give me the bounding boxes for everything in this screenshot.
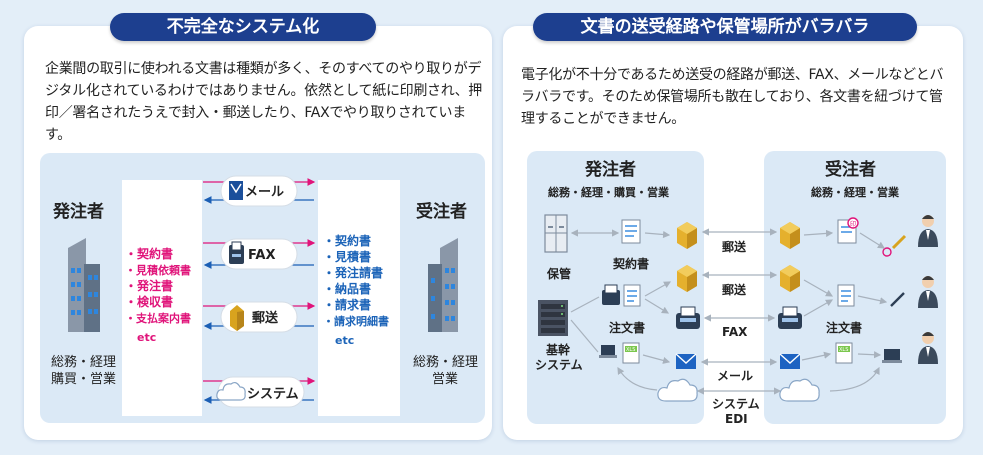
parcel-icon — [677, 222, 697, 249]
orderer-doc-item: etc — [137, 331, 156, 344]
orderer-doc-item: ・発注書 — [125, 278, 173, 293]
person-laptop-icon — [882, 332, 938, 364]
svg-text:印: 印 — [850, 221, 856, 228]
server-icon — [538, 300, 568, 336]
contract-doc-stamped-icon: 印 — [837, 217, 859, 244]
orderer-building-icon — [68, 238, 100, 332]
person-pen-icon — [890, 276, 938, 308]
right-receiver-title: 受注者 — [825, 159, 876, 180]
receiver-building-icon — [428, 238, 458, 332]
order-doc-label-right: 注文書 — [826, 320, 862, 335]
contract-doc-label: 契約書 — [612, 256, 649, 271]
right-panel-title: 文書の送受経路や保管場所がバラバラ — [533, 13, 917, 41]
orderer-doc-item: ・見積依頼書 — [125, 263, 191, 277]
cloud-icon — [657, 378, 698, 402]
mail-icon — [229, 181, 243, 200]
laptop-icon — [599, 345, 617, 358]
receiver-order-doc-icon — [837, 284, 855, 307]
receiver-doc-item: ・発注請書 — [323, 265, 383, 280]
receiver-doc-item: etc — [335, 334, 354, 347]
left-receiver-dept-1: 総務・経理 — [413, 355, 478, 370]
parcel-icon — [780, 222, 800, 249]
route-label-post-1: 郵送 — [722, 239, 747, 254]
fax-channel-label: FAX — [248, 248, 275, 263]
core-system-label: 基幹システム — [535, 342, 583, 372]
right-orderer-title: 発注者 — [584, 159, 636, 180]
cloud-icon — [216, 381, 246, 401]
receiver-doc-column — [318, 180, 400, 416]
left-orderer-dept-1: 総務・経理 — [51, 355, 116, 370]
left-orderer-title: 発注者 — [52, 201, 104, 222]
svg-text:XLS: XLS — [626, 347, 635, 353]
fax-machine-icon — [778, 306, 802, 329]
parcel-icon — [780, 265, 800, 292]
system-channel-label: システム — [247, 387, 299, 402]
fax-channel: FAX — [220, 238, 298, 270]
right-intro-text: 電子化が不十分であるため送受の経路が郵送、FAX、メールなどとバラバラです。その… — [521, 67, 944, 127]
cloud-icon — [779, 378, 820, 402]
cabinet-icon — [544, 214, 568, 253]
orderer-doc-item: ・支払案内書 — [125, 311, 191, 325]
receiver-doc-item: ・請求明細書 — [323, 314, 389, 328]
left-receiver-dept-2: 営業 — [432, 371, 458, 387]
envelope-icon — [675, 353, 697, 369]
left-receiver-title: 受注者 — [416, 201, 467, 222]
route-label-post-2: 郵送 — [722, 282, 747, 297]
left-intro-text: 企業間の取引に使われる文書は種類が多く、そのすべてのやり取りがデジタル化されてい… — [45, 61, 482, 143]
route-label-fax: FAX — [722, 325, 748, 339]
post-channel: 郵送 — [220, 301, 298, 333]
mail-channel: メール — [220, 175, 298, 207]
envelope-icon — [779, 353, 801, 369]
left-orderer-dept-2: 購買・営業 — [51, 371, 116, 387]
mail-channel-label: メール — [245, 185, 284, 200]
contract-doc-icon — [621, 219, 641, 244]
order-doc-icon — [623, 284, 641, 307]
fax-machine-icon — [676, 306, 700, 329]
orderer-doc-item: ・検収書 — [125, 294, 173, 309]
receiver-doc-item: ・納品書 — [323, 281, 371, 296]
storage-label: 保管 — [546, 266, 571, 281]
right-receiver-depts: 総務・経理・営業 — [811, 185, 900, 199]
parcel-icon — [230, 305, 244, 331]
left-panel-title: 不完全なシステム化 — [110, 13, 376, 41]
order-doc-label-left: 注文書 — [609, 320, 645, 335]
post-channel-label: 郵送 — [252, 310, 279, 326]
receiver-xls-file-icon: XLS — [835, 342, 853, 364]
xls-file-icon: XLS — [622, 342, 640, 364]
fax-icon — [229, 241, 244, 264]
person-stamp-icon — [882, 215, 938, 257]
order-fax-icon — [602, 284, 620, 305]
receiver-area — [764, 151, 946, 424]
receiver-doc-item: ・契約書 — [323, 233, 371, 248]
system-channel: システム — [216, 376, 305, 408]
orderer-doc-column — [122, 180, 202, 416]
right-orderer-depts: 総務・経理・購買・営業 — [548, 185, 670, 199]
orderer-doc-item: ・契約書 — [125, 246, 173, 261]
receiver-doc-item: ・見積書 — [323, 249, 371, 264]
svg-text:XLS: XLS — [839, 347, 848, 353]
parcel-icon — [677, 265, 697, 292]
receiver-doc-item: ・請求書 — [323, 297, 371, 312]
route-label-mail: メール — [717, 369, 753, 383]
